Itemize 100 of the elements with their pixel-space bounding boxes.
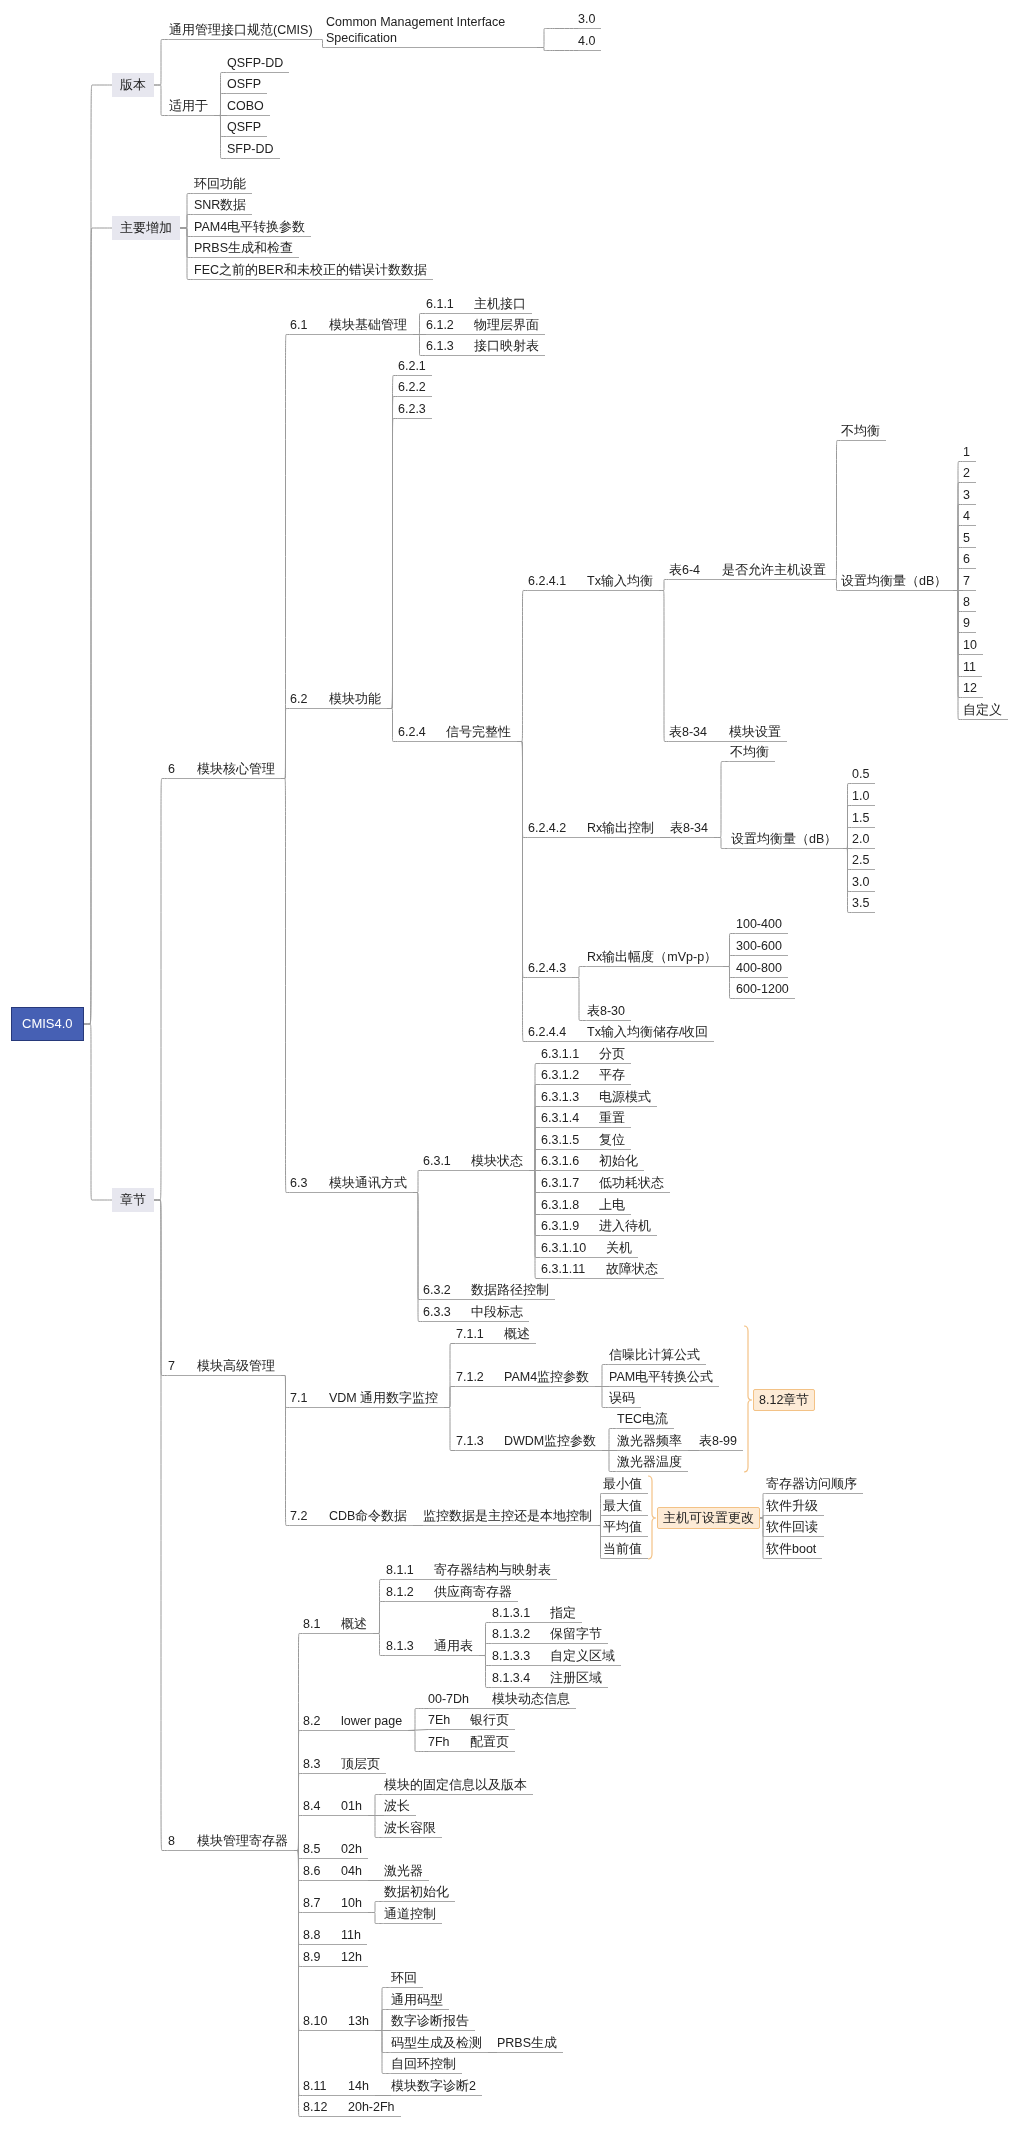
topic-number: 6.2.4.4 — [528, 1024, 568, 1040]
branch-line — [601, 1450, 618, 1472]
topic-underline — [303, 1616, 373, 1634]
topic-label: CDB命令数据 — [329, 1508, 408, 1524]
topic-underline — [609, 1347, 706, 1365]
topic-number: 表6-4 — [669, 562, 702, 578]
topic-label: 8.12章节 — [759, 1392, 810, 1408]
branch-line — [713, 837, 732, 849]
topic-number: 8.10 — [303, 2013, 329, 2029]
topic-label: 12 — [963, 680, 977, 696]
topic-underline — [303, 1756, 386, 1774]
topic-label: PRBS生成和检查 — [194, 240, 294, 256]
branch-line — [759, 1517, 767, 1559]
topic-underline — [963, 702, 1008, 720]
topic-number: 8.3 — [303, 1756, 322, 1772]
topic-underline — [766, 1541, 823, 1559]
topic-underline — [541, 1089, 657, 1107]
topic-label: SFP-DD — [227, 141, 274, 157]
topic-underline — [528, 573, 659, 591]
topic-label: 概述 — [504, 1326, 530, 1342]
topic-number: 8 — [168, 1833, 176, 1849]
summary-box — [657, 1507, 760, 1529]
topic-label: 平均值 — [603, 1519, 642, 1535]
topic-underline — [541, 1197, 631, 1215]
topic-label: 表8-34 — [670, 820, 709, 836]
topic-label: 物理层界面 — [474, 317, 539, 333]
topic-label: 寄存器结构与映射表 — [434, 1562, 551, 1578]
topic-number: 表8-34 — [669, 724, 709, 740]
topic-label: 波长容限 — [384, 1820, 436, 1836]
topic-label: 模块通讯方式 — [329, 1175, 407, 1191]
topic-label: 通用表 — [434, 1638, 473, 1654]
topic-number: 6.3.1.1 — [541, 1046, 581, 1062]
topic-underline — [541, 1240, 638, 1258]
topic-underline — [699, 1433, 744, 1451]
topic-number: 8.1.3.4 — [492, 1670, 532, 1686]
topic-number: 6.2.4.2 — [528, 820, 568, 836]
branch-line — [831, 579, 842, 591]
branch-line — [412, 1525, 424, 1526]
topic-label: 2 — [963, 465, 970, 481]
topic-label: 激光器温度 — [617, 1454, 682, 1470]
topic-underline — [391, 1970, 423, 1988]
topic-label: 指定 — [550, 1605, 576, 1621]
topic-underline — [391, 2035, 488, 2053]
topic-underline — [963, 573, 976, 591]
topic-label: 不均衡 — [730, 744, 769, 760]
topic-underline — [852, 874, 876, 892]
branch-line — [687, 1450, 700, 1451]
topic-underline — [963, 637, 983, 655]
topic-label: 6 — [963, 551, 970, 567]
topic-label: 配置页 — [470, 1734, 509, 1750]
topic-label: 6.2.1 — [398, 358, 426, 374]
topic-underline — [609, 1390, 641, 1408]
topic-underline — [386, 1638, 479, 1656]
topic-label: TEC电流 — [617, 1411, 668, 1427]
topic-label: 注册区域 — [550, 1670, 602, 1686]
topic-label: 最大值 — [603, 1498, 642, 1514]
topic-label: Rx输出幅度（mVp-p） — [587, 949, 718, 965]
topic-label: 6.2.3 — [398, 401, 426, 417]
topic-label: Common Management Interface Specification — [326, 14, 507, 46]
topic-label: 主机接口 — [474, 296, 526, 312]
topic-label: 通用管理接口规范(CMIS) — [169, 22, 313, 38]
main-branch-box — [112, 73, 154, 97]
topic-underline — [766, 1476, 863, 1494]
topic-number: 6.1.3 — [426, 338, 455, 354]
topic-label: 14h — [348, 2078, 369, 2094]
topic-number: 8.1 — [303, 1616, 322, 1632]
branch-line — [374, 2095, 392, 2096]
topic-number: 8.1.3.1 — [492, 1605, 532, 1621]
topic-label: VDM 通用数字监控 — [329, 1390, 439, 1406]
topic-underline — [290, 1508, 414, 1526]
branch-line — [153, 84, 170, 116]
topic-label: 环回功能 — [194, 176, 246, 192]
topic-label: 100-400 — [736, 916, 782, 932]
branch-line — [658, 590, 670, 742]
topic-underline — [227, 98, 270, 116]
topic-underline — [456, 1433, 603, 1451]
topic-label: 600-1200 — [736, 981, 789, 997]
branch-line — [536, 47, 579, 51]
branch-line — [597, 1525, 604, 1559]
topic-label: 不均衡 — [841, 423, 880, 439]
topic-underline — [391, 1992, 449, 2010]
branch-line — [374, 2030, 392, 2074]
topic-underline — [398, 379, 432, 397]
topic-underline — [963, 594, 976, 612]
topic-label: 模块设置 — [729, 724, 781, 740]
topic-label: 激光器频率 — [617, 1433, 682, 1449]
topic-label: Tx输入均衡储存/收回 — [587, 1024, 709, 1040]
topic-label: QSFP — [227, 119, 262, 135]
topic-label: 电源模式 — [599, 1089, 651, 1105]
topic-label: 误码 — [609, 1390, 635, 1406]
topic-underline — [227, 55, 290, 73]
topic-label: 环回 — [391, 1970, 417, 1986]
topic-underline — [603, 1541, 648, 1559]
topic-underline — [497, 2035, 564, 2053]
topic-underline — [963, 508, 976, 526]
topic-number: 7 — [168, 1358, 176, 1374]
topic-number: 7Fh — [428, 1734, 451, 1750]
topic-label: 模块状态 — [471, 1153, 523, 1169]
topic-underline — [428, 1734, 515, 1752]
topic-underline — [290, 317, 413, 335]
